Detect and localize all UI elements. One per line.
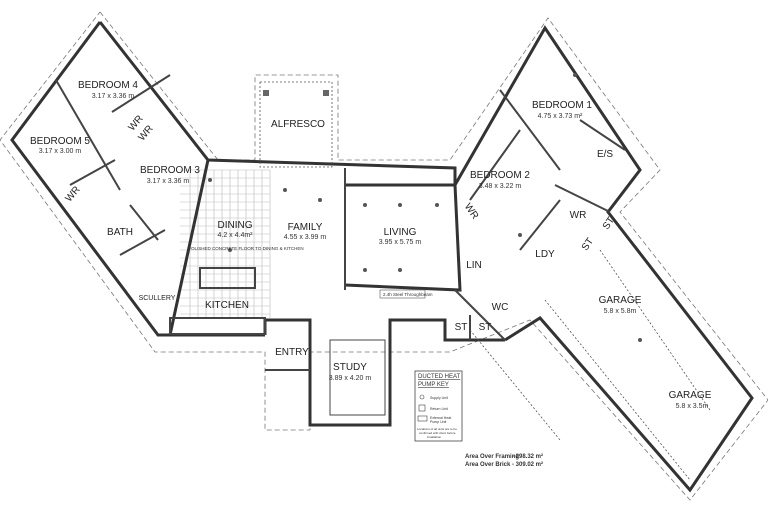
key-title-1: DUCTED HEAT <box>418 374 461 380</box>
room-linen-name: LIN <box>466 260 482 271</box>
room-study-name: STUDY <box>333 362 367 373</box>
key-note-3: installation <box>427 435 442 439</box>
room-wc-name: WC <box>492 302 509 313</box>
room-dining-dims: 4.2 x 4.4m² <box>217 232 253 239</box>
room-alfresco-name: ALFRESCO <box>271 119 325 130</box>
key-external-2: Pump Unit <box>430 420 446 424</box>
supply-unit-icon <box>419 394 425 400</box>
room-living-dims: 3.95 x 5.75 m <box>379 239 422 246</box>
beam-note-box <box>379 289 426 299</box>
eave-lines <box>0 11 768 501</box>
key-note-2: confirmed with client before <box>419 431 456 435</box>
room-bedroom5-name: BEDROOM 5 <box>30 136 90 147</box>
room-bedroom4-name: BEDROOM 4 <box>78 80 138 91</box>
room-ensuite-name: E/S <box>597 149 613 160</box>
room-garage1-name: GARAGE <box>599 295 642 306</box>
room-st-label: ST <box>479 322 492 333</box>
return-unit-icon <box>418 404 426 412</box>
room-garage1-dims: 5.8 x 5.8m <box>604 308 637 315</box>
room-study-dims: 3.89 x 4.20 m <box>329 375 372 382</box>
room-bath-name: BATH <box>107 227 133 238</box>
room-bedroom1-dims: 4.75 x 3.73 m² <box>538 113 583 120</box>
supply-unit-markers <box>208 73 642 342</box>
room-entry-name: ENTRY <box>275 347 309 358</box>
key-return: Return Unit <box>430 407 448 411</box>
beam-note: 2.4h Steel Throughbeam <box>383 292 433 297</box>
room-bedroom1-name: BEDROOM 1 <box>532 100 592 111</box>
room-kitchen-name: KITCHEN <box>205 300 249 311</box>
room-wr-label: WR <box>570 210 587 221</box>
area-brick-value: - 309.02 m² <box>512 461 543 468</box>
room-bedroom4-dims: 3.17 x 3.36 m <box>92 93 135 100</box>
room-bedroom5-dims: 3.17 x 3.00 m <box>39 148 82 155</box>
room-scullery-name: SCULLERY <box>139 295 176 302</box>
room-st-label: ST <box>455 322 468 333</box>
room-bedroom3-name: BEDROOM 3 <box>140 165 200 176</box>
external-unit-icon <box>417 415 428 422</box>
key-supply: Supply Unit <box>430 396 448 400</box>
room-bedroom3-dims: 3.17 x 3.36 m <box>147 178 190 185</box>
floor-note: POLISHED CONCRETE FLOOR TO DINING & KITC… <box>188 246 304 251</box>
area-brick-label: Area Over Brick <box>465 462 511 468</box>
key-note-1: Locations of all units are to be <box>417 427 457 431</box>
room-garage2-dims: 5.8 x 3.5m <box>676 403 709 410</box>
room-st-label: ST <box>601 215 617 232</box>
area-summary: Area Over Framing - 298.32 m² Area Over … <box>465 453 543 468</box>
area-framing-value: - 298.32 m² <box>512 453 543 460</box>
room-labels: BEDROOM 4 3.17 x 3.36 m BEDROOM 5 3.17 x… <box>30 80 712 410</box>
heat-pump-key: DUCTED HEAT PUMP KEY Supply Unit Return … <box>414 370 463 442</box>
room-family-dims: 4.55 x 3.99 m <box>284 234 327 241</box>
room-bedroom2-dims: 3.48 x 3.22 m <box>479 183 522 190</box>
key-external-1: External Heat <box>430 416 451 420</box>
area-framing-label: Area Over Framing <box>465 454 519 460</box>
garage-dashed <box>469 249 711 481</box>
room-living-name: LIVING <box>384 227 417 238</box>
key-title-2: PUMP KEY <box>418 382 449 388</box>
room-garage2-name: GARAGE <box>669 390 712 401</box>
room-st-label: ST <box>580 236 596 253</box>
room-wr-label: WR <box>462 202 481 222</box>
room-wr-label: WR <box>64 184 83 204</box>
alfresco-structure <box>259 81 333 168</box>
room-laundry-name: LDY <box>535 249 555 260</box>
room-dining-name: DINING <box>218 220 253 231</box>
internal-walls <box>55 74 626 416</box>
room-bedroom2-name: BEDROOM 2 <box>470 170 530 181</box>
tiled-floor <box>180 169 271 318</box>
room-family-name: FAMILY <box>288 222 323 233</box>
